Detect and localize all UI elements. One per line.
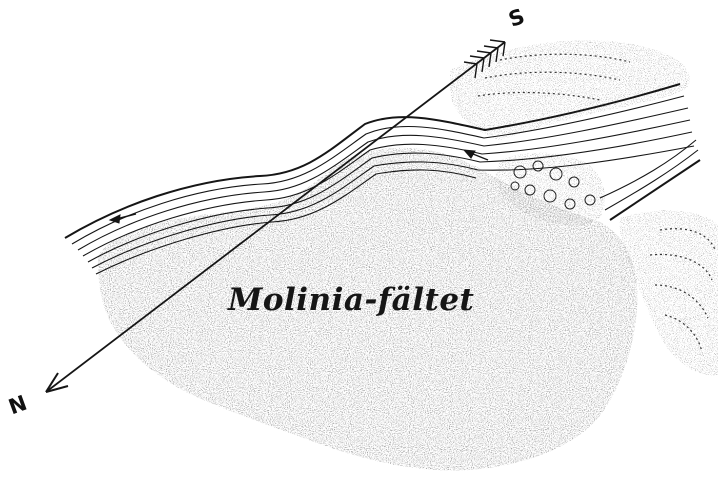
molinia-field-label: Molinia-fältet — [228, 282, 474, 318]
rock-mass-upper — [450, 40, 690, 140]
